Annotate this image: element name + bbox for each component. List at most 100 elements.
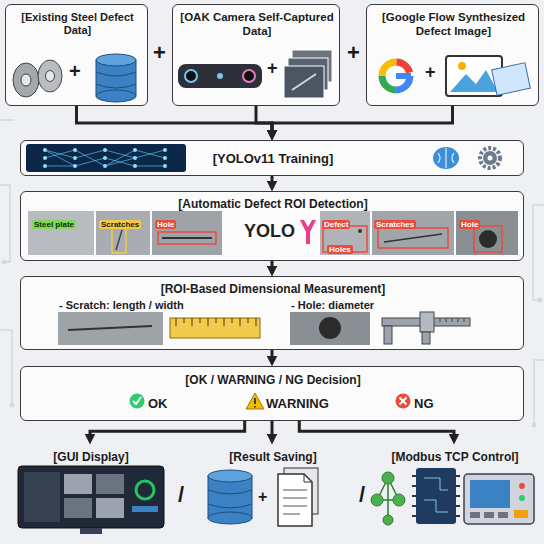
measurement-images — [319, 317, 341, 339]
plus-sign: + — [69, 60, 81, 83]
image-stack-icon — [292, 74, 316, 90]
synth-image-icon — [450, 70, 498, 92]
detection-images — [474, 226, 502, 252]
class-tag: Hole — [459, 220, 480, 229]
brain-icon — [433, 147, 459, 169]
neural-net-panel — [73, 148, 77, 152]
text-slot: [OK / WARNING / NG Decision] — [21, 370, 525, 388]
plc-icon — [416, 468, 456, 524]
flow-arrow — [272, 106, 453, 135]
result-database-icon — [208, 490, 252, 508]
class-tag: Scratches — [374, 220, 416, 229]
text-slot: OK — [148, 394, 208, 412]
neural-net-panel — [163, 164, 167, 168]
document-icon — [304, 474, 312, 482]
label-slot: Holes — [327, 238, 353, 256]
box-heading: [GUI Display] — [53, 450, 128, 464]
measurement-images — [68, 326, 152, 330]
box-heading: [Modbus TCP Control] — [391, 450, 518, 464]
result-database-icon — [208, 470, 252, 524]
plus-sign: + — [153, 40, 166, 65]
neural-net-panel — [73, 164, 77, 168]
result-database-icon — [208, 470, 252, 482]
detection-images — [372, 211, 454, 255]
text-slot: - Scratch: length / width — [59, 295, 279, 313]
gui-monitor-icon — [18, 466, 164, 534]
box-fill — [5, 4, 148, 106]
result-database-icon — [208, 512, 252, 524]
process-box: [YOLOv11 Training] — [20, 140, 524, 176]
flow-arrow — [256, 106, 272, 135]
google-logo — [382, 62, 410, 90]
database-icon — [96, 54, 136, 102]
label-slot: Hole — [459, 213, 480, 231]
detection-images — [384, 234, 442, 242]
neural-net-panel — [26, 144, 186, 172]
ng-icon — [400, 398, 407, 405]
text-slot: [YOLOv11 Training] — [173, 149, 373, 167]
label-slot: Hole — [155, 213, 176, 231]
measurement-images — [170, 318, 260, 338]
output-item: [GUI Display] — [5, 444, 175, 540]
detection-images — [152, 211, 222, 255]
box-heading: [YOLOv11 Training] — [213, 151, 334, 167]
neural-net-panel — [133, 156, 137, 160]
box-item: OK — [148, 396, 168, 412]
text-slot: [ROI-Based Dimensional Measurement] — [21, 279, 525, 297]
neural-net-panel — [43, 148, 167, 168]
network-icon — [371, 472, 405, 525]
data-source-box: [Existing Steel Defect Data] — [5, 4, 148, 106]
hmi-panel-icon — [498, 512, 508, 518]
warning-icon — [254, 398, 256, 408]
gear-icon — [480, 148, 500, 168]
caliper-icon — [440, 318, 464, 322]
brain-icon — [433, 147, 459, 169]
neural-net-panel — [73, 156, 77, 160]
detection-images — [116, 230, 122, 250]
neural-net-panel — [163, 156, 167, 160]
plus-sign: + — [267, 58, 278, 79]
text-slot: WARNING — [266, 394, 366, 412]
label-slot: + — [267, 58, 278, 79]
box-fill — [20, 276, 524, 350]
hmi-panel-icon — [519, 483, 525, 489]
detection-images — [28, 211, 518, 255]
detection-images — [378, 228, 448, 248]
neural-net-panel — [133, 164, 137, 168]
detection-images — [456, 211, 518, 255]
detection-images — [162, 237, 212, 239]
flow-arrow — [271, 421, 274, 439]
ng-icon — [396, 394, 411, 409]
synth-image-icon — [446, 56, 530, 96]
caliper-icon — [420, 312, 434, 332]
detection-images — [28, 211, 94, 255]
class-tag: Scratches — [99, 220, 141, 229]
steel-coil-icon — [21, 74, 31, 86]
hmi-panel-icon — [464, 474, 534, 524]
gui-monitor-icon — [64, 498, 92, 518]
flow-arrow — [90, 421, 245, 439]
neural-net-panel — [45, 150, 165, 166]
document-icon — [283, 490, 307, 514]
box-heading: [Automatic Defect ROI Detection] — [178, 197, 367, 211]
document-icon — [278, 474, 312, 526]
data-source-box: [Google Flow Synthesized Defect Image] — [366, 4, 539, 106]
ok-icon — [133, 397, 141, 404]
class-tag: Defect — [322, 220, 350, 229]
neural-net-panel — [103, 164, 107, 168]
hmi-panel-icon — [514, 510, 528, 518]
neural-net-panel — [103, 156, 107, 160]
text-slot: [Google Flow Synthesized Defect Image] — [371, 11, 536, 39]
measurement-images — [176, 318, 256, 326]
caliper-icon — [384, 326, 392, 344]
label-slot: Defect — [322, 213, 350, 231]
box-fill — [5, 4, 539, 421]
measurement-images — [58, 312, 163, 345]
gear-icon — [483, 151, 497, 165]
image-stack-icon — [284, 66, 324, 98]
hmi-panel-icon — [519, 495, 525, 501]
flow-arrow — [271, 261, 274, 271]
plc-icon — [424, 478, 448, 512]
box-fill — [172, 4, 340, 106]
